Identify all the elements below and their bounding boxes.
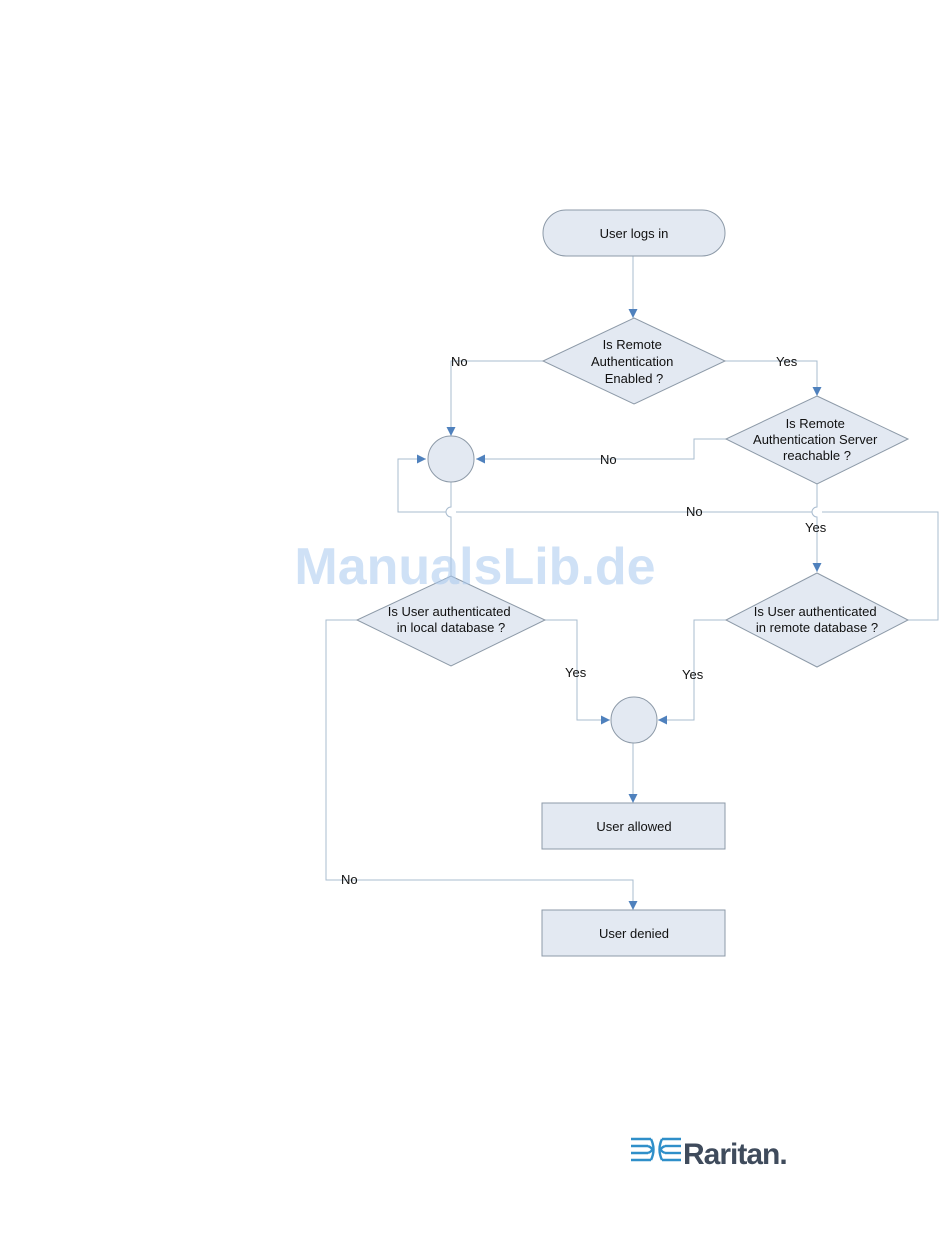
edge-label-server-unreachable-no: No <box>600 452 617 467</box>
edge-label-server-reachable-yes: Yes <box>805 520 827 535</box>
user-denied-label: User denied <box>599 926 669 941</box>
brand-name: Raritan. <box>683 1138 787 1171</box>
decision-remote-db: Is User authenticated in remote database… <box>726 573 908 667</box>
user-allowed-node: User allowed <box>542 803 725 849</box>
edge-label-remote-enabled-yes: Yes <box>776 354 798 369</box>
edge-label-remote-db-yes: Yes <box>682 667 704 682</box>
start-node-label: User logs in <box>600 226 669 241</box>
watermark: ManualsLib.de <box>294 538 655 596</box>
decision-local-db-label: Is User authenticated in local database … <box>388 604 514 635</box>
edge-label-local-db-no: No <box>341 872 358 887</box>
user-denied-node: User denied <box>542 910 725 956</box>
connector-remote-enabled-no <box>451 361 543 436</box>
connector-local-db-no <box>326 620 633 910</box>
decision-server-reachable: Is Remote Authentication Server reachabl… <box>726 396 908 484</box>
brand-logo: Raritan. <box>631 1138 787 1171</box>
decision-remote-db-label: Is User authenticated in remote database… <box>754 604 880 635</box>
merge-connector-bottom <box>611 697 657 743</box>
edge-label-remote-enabled-no: No <box>451 354 468 369</box>
raritan-logo-icon <box>631 1139 681 1160</box>
edge-label-remote-db-no: No <box>686 504 703 519</box>
merge-connector-top <box>428 436 474 482</box>
start-node: User logs in <box>543 210 725 256</box>
connector-remote-enabled-yes <box>724 361 817 396</box>
edge-label-local-db-yes: Yes <box>565 665 587 680</box>
decision-remote-enabled: Is Remote Authentication Enabled ? <box>543 318 725 404</box>
user-allowed-label: User allowed <box>596 819 671 834</box>
